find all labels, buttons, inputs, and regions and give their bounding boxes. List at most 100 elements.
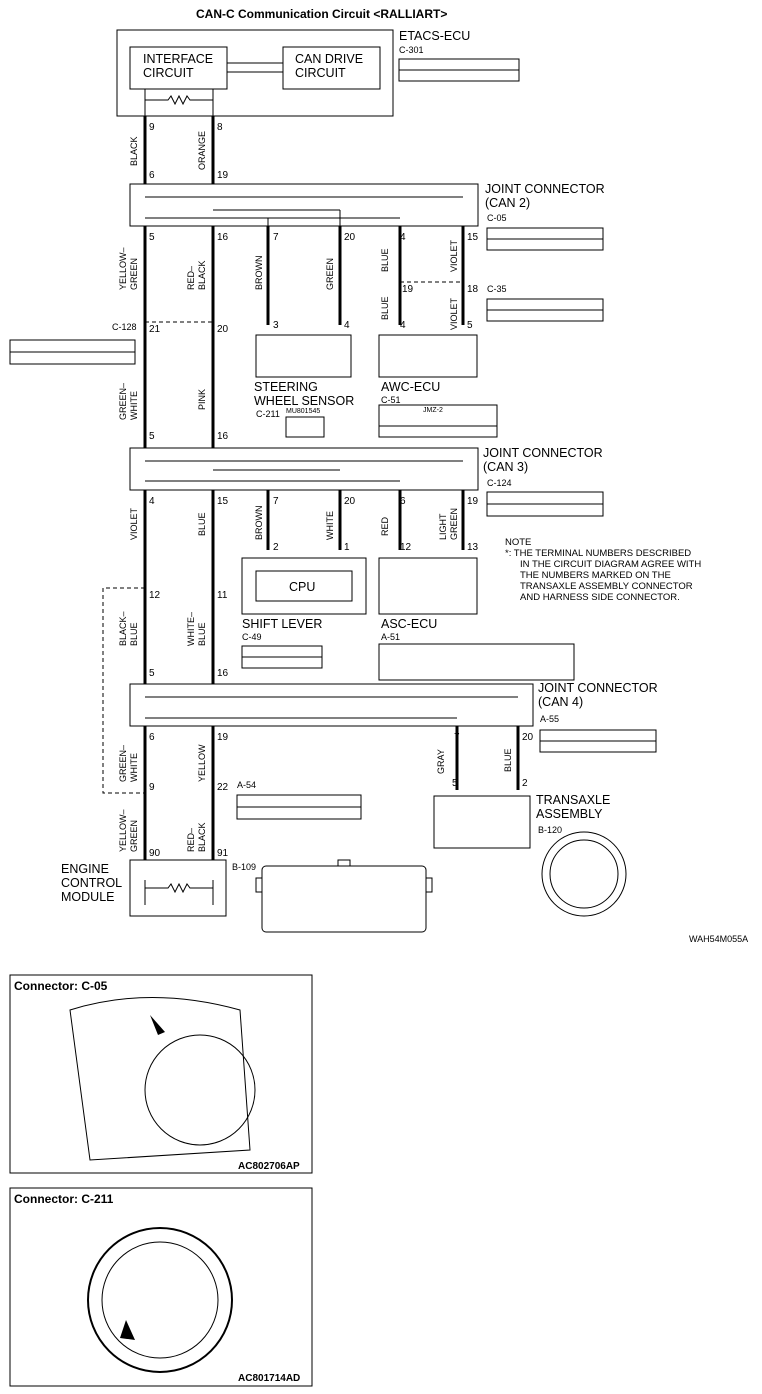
pin-label: 7 — [454, 732, 460, 743]
panel-c211-code: AC801714AD — [238, 1373, 300, 1384]
main-wires — [102, 116, 520, 860]
jc2-connector-code: C-05 — [487, 213, 507, 223]
jc4-connector-code: A-55 — [540, 714, 559, 724]
pin-label: 9 — [149, 122, 155, 133]
diagram-title: CAN-C Communication Circuit <RALLIART> — [196, 7, 447, 21]
wire-color-white-blue-1: WHITE– — [186, 612, 196, 646]
wire-color-green-white-2: WHITE — [129, 391, 139, 420]
wire-color-orange: ORANGE — [197, 131, 207, 170]
pin-label: 4 — [344, 320, 350, 331]
pin-label: 22 — [217, 782, 229, 793]
note-line-1: *: THE TERMINAL NUMBERS DESCRIBED — [505, 548, 691, 559]
wire-color-green-white-can4-2: WHITE — [129, 753, 139, 782]
c128-connector-code: C-128 — [112, 322, 137, 332]
a54-connector-code: A-54 — [237, 780, 256, 790]
panel-c05-title: Connector: C-05 — [14, 979, 108, 993]
connector-panel-c211: Connector: C-211 AC801714AD — [9, 1187, 313, 1387]
wire-color-blue-can4: BLUE — [503, 748, 513, 772]
pin-label: 6 — [149, 732, 155, 743]
transaxle-assembly: TRANSAXLE ASSEMBLY B-120 — [433, 793, 627, 917]
wire-color-green-white-can4-1: GREEN– — [118, 745, 128, 782]
can-drive-label-2: CIRCUIT — [295, 66, 346, 80]
pin-label: 4 — [149, 496, 155, 507]
diagram-code: WAH54M055A — [689, 934, 748, 944]
shift-lever-label: SHIFT LEVER — [242, 617, 322, 631]
pin-label: 4 — [400, 320, 406, 331]
pin-label: 21 — [149, 324, 161, 335]
wire-color-green: GREEN — [325, 258, 335, 290]
wire-color-black-blue-2: BLUE — [129, 622, 139, 646]
pin-label: 16 — [217, 668, 229, 679]
note-line-3: THE NUMBERS MARKED ON THE — [520, 570, 671, 581]
pin-label: 5 — [467, 320, 473, 331]
pin-label: 12 — [400, 542, 412, 553]
wire-color-blue-lower: BLUE — [380, 296, 390, 320]
pin-label: 20 — [344, 232, 356, 243]
pin-label: 12 — [149, 590, 161, 601]
wire-color-labels: BLACK ORANGE YELLOW– GREEN RED– BLACK BR… — [118, 131, 513, 852]
pin-label: 13 — [467, 542, 479, 553]
jc3-label-1: JOINT CONNECTOR — [483, 446, 603, 460]
pin-label: 5 — [452, 778, 458, 789]
asc-ecu-label: ASC-ECU — [381, 617, 437, 631]
wire-color-gray: GRAY — [436, 749, 446, 774]
pin-label: 6 — [400, 496, 406, 507]
note-line-2: IN THE CIRCUIT DIAGRAM AGREE WITH — [520, 559, 701, 570]
wire-color-red-black-ecm-1: RED– — [186, 828, 196, 852]
wire-color-yellow-green-2: GREEN — [129, 258, 139, 290]
pin-label: 9 — [149, 782, 155, 793]
etacs-connector-code: C-301 — [399, 45, 424, 55]
pin-label: 19 — [467, 496, 479, 507]
pin-label: 2 — [522, 778, 528, 789]
interface-circuit-label-1: INTERFACE — [143, 52, 213, 66]
awc-part-number: JMZ-2 — [423, 407, 443, 414]
pin-label: 16 — [217, 232, 229, 243]
pin-label: 91 — [217, 848, 229, 859]
wire-color-yellow: YELLOW — [197, 744, 207, 782]
steering-label-2: WHEEL SENSOR — [254, 394, 354, 408]
wire-color-pink: PINK — [197, 389, 207, 410]
pin-label: 20 — [344, 496, 356, 507]
wire-color-black: BLACK — [129, 136, 139, 166]
pin-label: 2 — [273, 542, 279, 553]
jc3-connector-code: C-124 — [487, 478, 512, 488]
note-head: NOTE — [505, 537, 531, 548]
wire-color-violet-upper: VIOLET — [449, 239, 459, 272]
pin-label: 16 — [217, 431, 229, 442]
c35-connector-code: C-35 — [487, 284, 507, 294]
wire-color-blue-can3: BLUE — [197, 512, 207, 536]
pin-label: 5 — [149, 431, 155, 442]
wire-color-yellow-green-ecm-1: YELLOW– — [118, 809, 128, 852]
wire-color-red-black-2: BLACK — [197, 260, 207, 290]
wire-color-light-green-1: LIGHT — [438, 513, 448, 540]
pin-numbers: 9 8 6 19 5 16 7 20 4 15 19 18 3 4 4 5 21… — [149, 122, 534, 859]
pin-label: 5 — [149, 232, 155, 243]
asc-connector-code: A-51 — [381, 632, 400, 642]
wire-color-red-black-1: RED– — [186, 266, 196, 290]
jc4-label-2: (CAN 4) — [538, 695, 583, 709]
ecm-label-2: CONTROL — [61, 876, 122, 890]
pin-label: 7 — [273, 232, 279, 243]
panel-c211-title: Connector: C-211 — [14, 1192, 114, 1206]
ecm-connector-code: B-109 — [232, 862, 256, 872]
wire-color-brown-can3: BROWN — [254, 506, 264, 541]
wire-color-red-black-ecm-2: BLACK — [197, 822, 207, 852]
etacs-ecu-label: ETACS-ECU — [399, 29, 470, 43]
pin-label: 18 — [467, 284, 479, 295]
terminal-note: NOTE *: THE TERMINAL NUMBERS DESCRIBED I… — [505, 537, 701, 603]
pin-label: 11 — [217, 590, 228, 601]
asc-ecu: ASC-ECU A-51 — [378, 557, 575, 681]
c128-connector-face — [9, 339, 136, 365]
c301-connector-face — [398, 58, 520, 82]
pin-label: 15 — [217, 496, 229, 507]
jc4-label-1: JOINT CONNECTOR — [538, 681, 658, 695]
shift-connector-code: C-49 — [242, 632, 262, 642]
wire-color-black-blue-1: BLACK– — [118, 611, 128, 646]
jc2-label-1: JOINT CONNECTOR — [485, 182, 605, 196]
pin-label: 90 — [149, 848, 161, 859]
steering-connector-code: C-211 — [256, 409, 280, 419]
steering-part-number: MU801545 — [286, 408, 320, 415]
wire-color-red: RED — [380, 516, 390, 536]
pin-label: 20 — [522, 732, 534, 743]
